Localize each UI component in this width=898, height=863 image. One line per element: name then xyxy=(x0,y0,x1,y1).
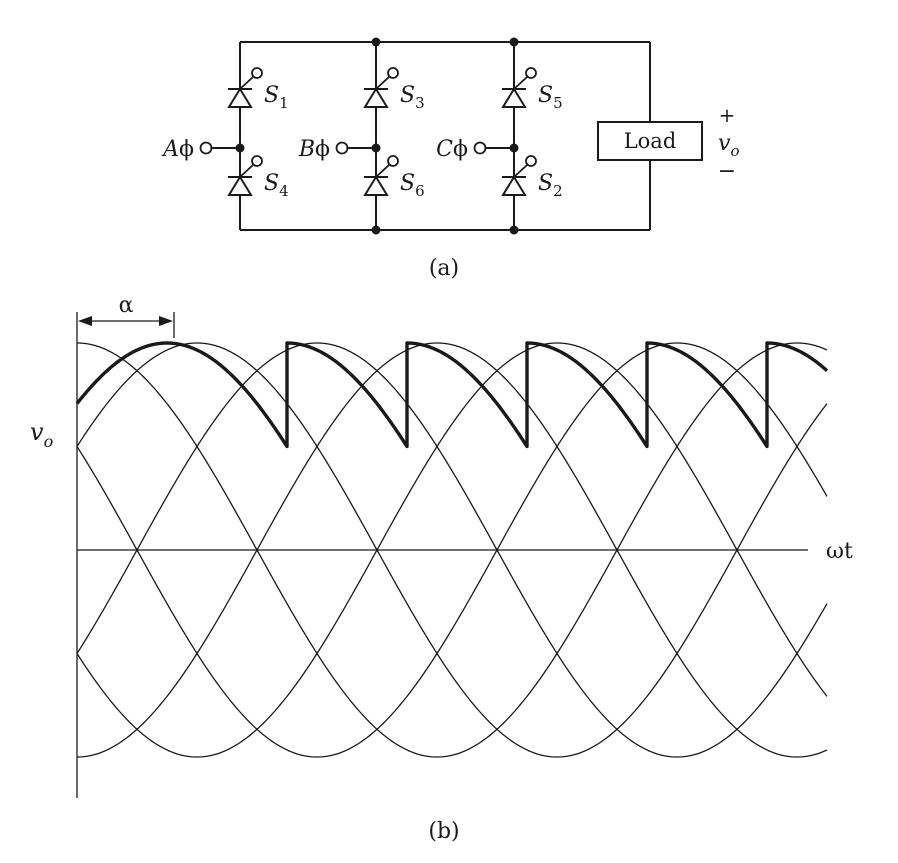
switch-label: S5 xyxy=(538,83,563,112)
thyristor-s2 xyxy=(501,155,537,196)
thyristor-s4 xyxy=(227,155,263,196)
junction-dot xyxy=(509,225,519,235)
thyristor-s1 xyxy=(227,67,263,108)
y-axis-label: vo xyxy=(30,418,53,451)
switch-label: S2 xyxy=(538,171,563,200)
caption-b: (b) xyxy=(428,819,459,844)
output-plus: + xyxy=(719,103,736,127)
switch-label: S4 xyxy=(264,171,289,200)
line-voltage-curve xyxy=(76,342,828,758)
thyristor-s6 xyxy=(363,155,399,196)
arrow-left-icon xyxy=(78,316,92,326)
output-voltage-label: vo xyxy=(718,131,739,160)
terminal-icon xyxy=(473,141,487,155)
output-minus: − xyxy=(718,159,736,184)
junction-dot xyxy=(371,37,381,47)
phase-a-input: Aϕ xyxy=(161,137,240,162)
junction-dot xyxy=(509,37,519,47)
switch-label: S3 xyxy=(400,83,425,112)
phase-c-input: Cϕ xyxy=(436,137,514,162)
line-voltage-curve xyxy=(76,342,828,758)
thyristor-s3 xyxy=(363,67,399,108)
alpha-label: α xyxy=(119,293,134,318)
phase-label: Bϕ xyxy=(298,137,330,162)
switch-label: S1 xyxy=(264,83,289,112)
phase-label: Aϕ xyxy=(161,137,194,162)
phase-label: Cϕ xyxy=(436,137,468,162)
load-label: Load xyxy=(624,129,677,153)
bridge-circuit: S1 S3 S5 S4 S6 S2 Aϕ Bϕ Cϕ Load + vo − (… xyxy=(161,37,739,281)
line-voltage-curves xyxy=(76,342,828,758)
line-voltage-curve xyxy=(76,342,828,758)
terminal-icon xyxy=(335,141,349,155)
x-axis-label: ωt xyxy=(826,539,853,564)
waveform-plot: α vo ωt (b) xyxy=(30,293,853,844)
line-voltage-curve xyxy=(76,342,828,758)
junction-dot xyxy=(371,225,381,235)
switch-label: S6 xyxy=(400,171,425,200)
terminal-icon xyxy=(199,141,213,155)
load-box xyxy=(597,121,703,161)
caption-a: (a) xyxy=(429,256,459,281)
arrow-right-icon xyxy=(159,316,173,326)
line-voltage-curve xyxy=(76,342,828,758)
thyristor-s5 xyxy=(501,67,537,108)
phase-b-input: Bϕ xyxy=(298,137,376,162)
line-voltage-curve xyxy=(76,342,828,758)
output-voltage-waveform xyxy=(75,341,829,449)
